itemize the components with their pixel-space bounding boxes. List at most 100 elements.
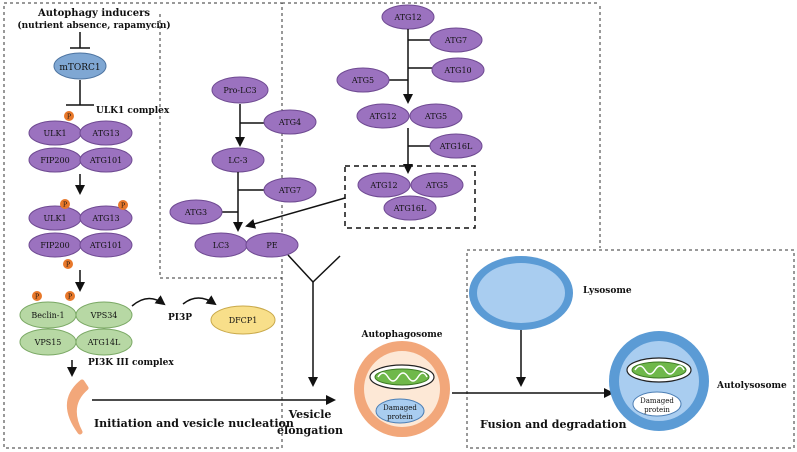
inducers-subtitle: (nutrient absence, rapamycin) [17,20,170,31]
damaged-protein-line1: Damaged [640,397,674,405]
phospho-label: P [68,294,72,301]
atg5-conj-node [409,103,463,129]
atg5-conj-label: ATG5 [424,112,447,121]
panel-borders [3,2,795,449]
lysosome-inner [477,263,565,323]
ulk-complex-top: ULK1 ATG13 FIP200 ATG101 P [28,111,133,173]
ulk1-label: ULK1 [43,129,66,138]
arrow-pi3p-dfcp1 [182,295,217,306]
atg13-label: ATG13 [91,129,119,138]
pi3k-complex: Beclin-1 VPS34 VPS15 ATG14L P P [19,291,133,356]
atg7-lc3-node [263,177,317,203]
phospho-label: P [66,262,70,269]
atg7-conj-node [429,27,483,53]
pro-lc3-label: Pro-LC3 [223,86,256,95]
atg5-complex-node [410,172,464,198]
inducers-title: Autophagy inducers [37,8,150,19]
atg14l-label: ATG14L [87,338,121,347]
phospho-label: P [63,202,67,209]
atg7-lc3-label: ATG7 [278,186,301,195]
atg16l-complex-label: ATG16L [393,204,427,213]
pro-lc3-node [211,76,269,104]
pe-label: PE [266,241,277,250]
elongation-panel-border [159,6,601,279]
atg12-complex-node [357,172,411,198]
dfcp1-label: DFCP1 [229,316,258,325]
fusion-panel-border [466,249,795,449]
inhibit-mtorc1-ulk1 [66,80,94,106]
atg12-atg5-atg16l-complex-box [344,165,476,229]
atg101-node [79,232,133,258]
stage-fusion-label: Fusion and degradation [480,418,627,431]
autolysosome-label: Autolysosome [716,381,787,391]
autophagosome-title: Autophagosome [361,330,443,340]
atg16l-free-label: ATG16L [439,142,473,151]
stage-elongation-line2: elongation [277,424,343,437]
vps15-label: VPS15 [34,338,62,347]
beclin1-label: Beclin-1 [31,311,64,320]
phospho-badge [64,111,74,121]
damaged-protein-line2: protein [644,406,670,414]
atg101-label: ATG101 [89,156,122,165]
arrow-vps34-pi3p [131,295,166,307]
atg4-label: ATG4 [278,118,301,127]
inhibit-inducers-mtorc1 [70,32,90,49]
atg101-node [79,147,133,173]
phospho-badge [118,200,128,210]
atg12-label: ATG12 [393,13,421,22]
phospho-label: P [121,203,125,210]
atg7-conj-label: ATG7 [444,36,467,45]
vps34-label: VPS34 [90,311,118,320]
stage-elongation-line1: Vesicle [288,408,332,421]
atg12-conj-label: ATG12 [368,112,396,121]
damaged-protein-node [375,398,425,424]
atg10-label: ATG10 [443,66,471,75]
fip200-label: FIP200 [40,241,69,250]
atg16l-free-node [429,133,483,159]
atg4-node [263,109,317,135]
pe-node [245,232,299,258]
atg5-free-node [336,67,390,93]
pi3k-complex-label: PI3K III complex [88,358,174,368]
phospho-badge [65,291,75,301]
arrow-complex-to-lc3 [245,197,346,229]
atg14l-node [75,328,133,356]
phospho-badge [60,199,70,209]
ulk-complex-phospho: ULK1 ATG13 FIP200 ATG101 P P P [28,199,133,269]
damaged-protein-line2: protein [387,413,413,421]
atg101-label: ATG101 [89,241,122,250]
convergence-lines [287,254,341,283]
damaged-protein-line1: Damaged [383,404,417,412]
fip200-label: FIP200 [40,156,69,165]
phagophore-crescent [67,379,89,435]
ulk1-complex-label: ULK1 complex [96,106,170,116]
mtorc1-node [53,52,107,80]
pi3p-label: PI3P [168,313,192,323]
phospho-label: P [35,294,39,301]
phospho-badge [63,259,73,269]
phospho-badge [32,291,42,301]
atg12-complex-label: ATG12 [369,181,397,190]
damaged-protein-node [632,391,682,417]
atg16l-complex-node [383,195,437,221]
stage-initiation-label: Initiation and vesicle nucleation [94,417,294,430]
mtorc1-label: mTORC1 [59,63,100,73]
atg3-label: ATG3 [184,208,207,217]
mitochondrion-icon [626,357,692,383]
atg3-node [169,199,223,225]
phospho-label: P [67,114,71,121]
mitochondrion-icon [369,364,435,390]
atg10-node [431,57,485,83]
lysosome-label: Lysosome [583,286,632,296]
dfcp1-node [210,305,276,335]
lc3-intermediate-label: LC-3 [228,156,247,165]
lc3-label: LC3 [213,241,230,250]
atg13-label: ATG13 [91,214,119,223]
initiation-panel-border [3,2,283,449]
ulk1-label: ULK1 [43,214,66,223]
atg13-node [79,120,133,146]
atg5-free-label: ATG5 [351,76,374,85]
atg12-conj-node [356,103,410,129]
vps34-node [75,301,133,329]
